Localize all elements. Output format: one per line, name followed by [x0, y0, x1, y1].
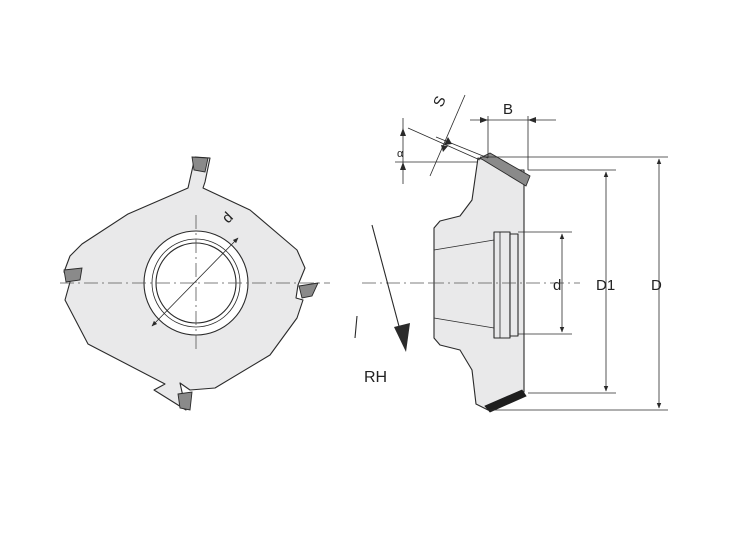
insert-bottom [177, 391, 193, 411]
front-view: d [60, 156, 330, 411]
alpha-arrow-bottom [400, 162, 406, 170]
s-arrow-bottom [441, 145, 448, 152]
rotation-label: RH [364, 369, 387, 386]
dim-b-label: B [503, 101, 513, 118]
alpha-arrow-top [400, 128, 406, 136]
side-hub-flange [509, 233, 519, 337]
insert-top [191, 156, 209, 173]
s-dimension [429, 94, 466, 177]
hub-inner-line-bottom [433, 317, 495, 329]
dim-b-arrow-right [528, 117, 536, 123]
insert-side-top [479, 152, 531, 187]
rotation-indicator: RH [354, 224, 430, 386]
insert-side-bottom [484, 389, 527, 413]
dim-d-label: d [553, 277, 561, 294]
s-line-inner [435, 136, 489, 159]
s-arrow-top [444, 137, 452, 145]
side-view: d D1 D B S α [395, 94, 668, 413]
dim-b-arrow-left [480, 117, 488, 123]
dim-d1-label: D1 [596, 277, 615, 294]
hub-inner-line-top [433, 239, 495, 251]
side-hub [493, 231, 511, 339]
insert-right [298, 282, 319, 299]
rotation-arrow-upper [371, 224, 401, 331]
rotation-arrow-lower [354, 315, 358, 339]
front-bore-dimension-line [151, 237, 239, 327]
rotation-arrowhead [394, 323, 410, 352]
dim-big-d-label: D [651, 277, 662, 294]
s-label: S [430, 94, 450, 110]
insert-left [63, 267, 83, 283]
cutter-body-side [433, 157, 525, 411]
alpha-label: α [397, 148, 404, 160]
